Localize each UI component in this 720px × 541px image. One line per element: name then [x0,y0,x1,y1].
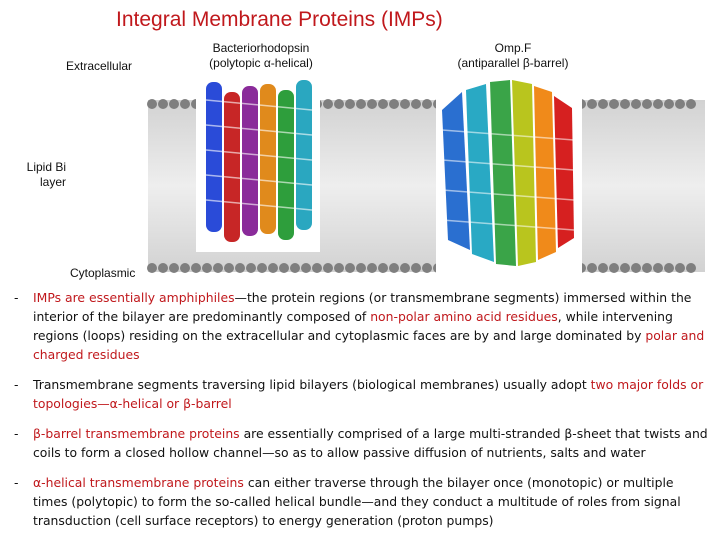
lipid-head [356,263,366,273]
lipid-head [180,99,190,109]
lipid-head [235,263,245,273]
protein-subtitle: (polytopic α-helical) [209,56,313,70]
lipid-head [246,263,256,273]
lipid-head [356,99,366,109]
lipid-head [323,263,333,273]
lipid-head [378,263,388,273]
bullet-dash: - [14,377,19,392]
lipid-head [224,263,234,273]
lipid-head [664,99,674,109]
lipid-head [642,99,652,109]
lipid-head [400,99,410,109]
lipid-head [158,263,168,273]
bullet-text: α-helical transmembrane proteins [33,475,244,490]
lipid-head [411,99,421,109]
lipid-head [422,99,432,109]
ompf-structure [436,70,582,280]
lipid-head [609,99,619,109]
bullet-item: -β-barrel transmembrane proteins are ess… [14,424,710,462]
lipid-head [312,263,322,273]
bullet-dash: - [14,475,19,490]
bullet-text: Transmembrane segments traversing lipid … [33,377,591,392]
lipid-head [191,263,201,273]
lipid-head [345,263,355,273]
lipid-head [334,263,344,273]
bullet-text: can either traverse through the bilayer … [33,475,681,528]
lipid-head [378,99,388,109]
lipid-head [653,263,663,273]
protein-name: Bacteriorhodopsin [212,41,310,55]
lipid-head [345,99,355,109]
bullet-dash: - [14,290,19,305]
bullet-item: -IMPs are essentially amphiphiles—the pr… [14,288,710,364]
lipid-head [147,263,157,273]
lipid-head [631,99,641,109]
lipid-bilayer-label: Lipid Bilayer [26,160,66,189]
lipid-head [290,263,300,273]
bullet-text: non-polar amino acid residues [370,309,558,324]
lipid-head [169,263,179,273]
lipid-head [367,99,377,109]
lipid-head [169,99,179,109]
bullet-text: amphiphiles [159,290,235,305]
lipid-head [675,99,685,109]
bullet-text: are essentially comprised of a large mul… [33,426,708,460]
lipid-head [301,263,311,273]
bullet-text: —the protein regions (or transmembrane s… [33,290,692,324]
bullet-item: -Transmembrane segments traversing lipid… [14,375,710,413]
lipid-head [389,263,399,273]
bullet-item: -α-helical transmembrane proteins can ei… [14,473,710,530]
lipid-head [609,263,619,273]
ompf-caption: Omp.F (antiparallel β-barrel) [428,41,598,71]
bullet-dash: - [14,426,19,441]
lipid-head [367,263,377,273]
lipid-head [268,263,278,273]
lipid-head [400,263,410,273]
bullet-text: two major folds or topologies—α-helical … [33,377,704,411]
bullet-text: polar and charged residues [33,328,705,362]
bullet-text: β-barrel transmembrane proteins [33,426,240,441]
lipid-head [598,263,608,273]
lipid-head [257,263,267,273]
lipid-head [411,263,421,273]
lipid-head [158,99,168,109]
lipid-head [147,99,157,109]
cytoplasmic-label: Cytoplasmic [70,266,136,280]
bullet-text: IMPs are essentially [33,290,160,305]
lipid-head [664,263,674,273]
lipid-head [686,263,696,273]
lipid-head [653,99,663,109]
lipid-head [631,263,641,273]
lipid-head [686,99,696,109]
lipid-head [323,99,333,109]
lipid-head [642,263,652,273]
lipid-head [389,99,399,109]
lipid-head [620,99,630,109]
protein-name: Omp.F [494,41,532,55]
lipid-head [279,263,289,273]
bacteriorhodopsin-structure [196,72,320,252]
lipid-head [598,99,608,109]
membrane-illustration [147,70,705,280]
bacteriorhodopsin-caption: Bacteriorhodopsin (polytopic α-helical) [186,41,336,71]
lipid-head [587,263,597,273]
protein-subtitle: (antiparallel β-barrel) [457,56,569,70]
lipid-head [334,99,344,109]
lipid-head [422,263,432,273]
extracellular-label: Extracellular [66,59,133,73]
lipid-head [675,263,685,273]
lipid-head [213,263,223,273]
lipid-head [202,263,212,273]
page-title: Integral Membrane Proteins (IMPs) [116,8,443,31]
bullet-list: -IMPs are essentially amphiphiles—the pr… [14,288,710,541]
bullet-text: , while intervening regions (loops) resi… [33,309,673,343]
lipid-head [587,99,597,109]
lipid-head [180,263,190,273]
lipid-head [620,263,630,273]
